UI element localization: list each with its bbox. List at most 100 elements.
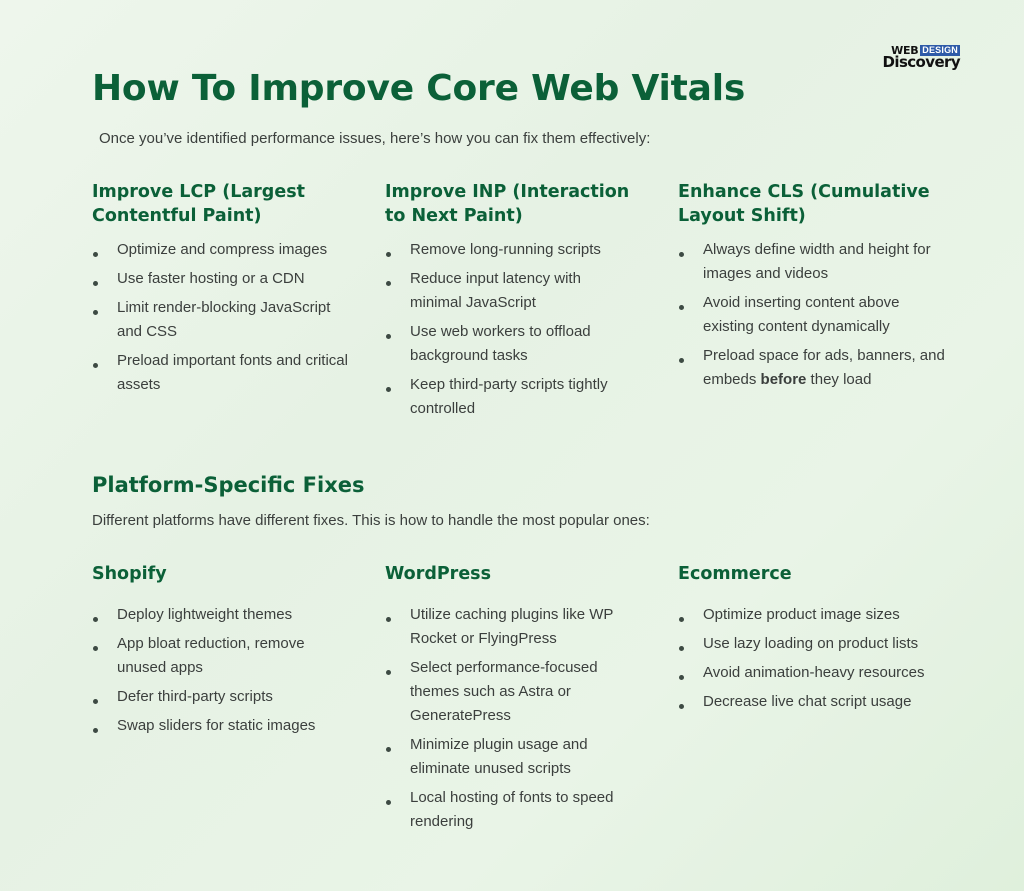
list-item: Local hosting of fonts to speed renderin…: [385, 786, 635, 834]
bullet-icon: [93, 252, 98, 257]
bullet-icon: [679, 305, 684, 310]
bullet-icon: [386, 747, 391, 752]
list-item: App bloat reduction, remove unused apps: [92, 632, 342, 680]
bullet-icon: [93, 617, 98, 622]
ecommerce-list: Optimize product image sizes Use lazy lo…: [678, 603, 948, 719]
bullet-icon: [679, 358, 684, 363]
list-item: Use faster hosting or a CDN: [92, 267, 352, 291]
cls-column: Enhance CLS (Cumulative Layout Shift) Al…: [678, 180, 968, 388]
list-item: Decrease live chat script usage: [678, 690, 948, 714]
wordpress-column: WordPress Utilize caching plugins like W…: [385, 562, 675, 830]
list-item-text: Decrease live chat script usage: [703, 693, 912, 710]
platform-section-intro: Different platforms have different fixes…: [92, 512, 650, 529]
bullet-icon: [93, 310, 98, 315]
list-item-text: Swap sliders for static images: [117, 717, 316, 734]
list-item-text: Limit render-blocking JavaScript and CSS: [117, 299, 331, 340]
cls-heading-line1: Enhance CLS (Cumulative: [678, 182, 930, 202]
list-item-text: Avoid inserting content above existing c…: [703, 294, 900, 335]
shopify-list: Deploy lightweight themes App bloat redu…: [92, 603, 342, 743]
bullet-icon: [679, 617, 684, 622]
list-item: Use web workers to offload background ta…: [385, 320, 635, 368]
list-item-text: Avoid animation-heavy resources: [703, 664, 925, 681]
list-item: Limit render-blocking JavaScript and CSS: [92, 296, 352, 344]
list-item: Preload important fonts and critical ass…: [92, 349, 352, 397]
bullet-icon: [386, 281, 391, 286]
inp-heading-line1: Improve INP (Interaction: [385, 182, 630, 202]
list-item-text: Use faster hosting or a CDN: [117, 270, 305, 287]
list-item-text: Preload space for ads, banners, and embe…: [703, 347, 945, 388]
list-item: Defer third-party scripts: [92, 685, 342, 709]
list-item-text-bold: before: [760, 371, 807, 388]
shopify-heading: Shopify: [92, 564, 167, 584]
list-item: Preload space for ads, banners, and embe…: [678, 344, 948, 392]
list-item-text: Use lazy loading on product lists: [703, 635, 919, 652]
list-item-text: Optimize product image sizes: [703, 606, 900, 623]
list-item-text: Use web workers to offload background ta…: [410, 323, 591, 364]
list-item-text: Defer third-party scripts: [117, 688, 273, 705]
lcp-heading-line2: Contentful Paint): [92, 206, 262, 226]
list-item: Avoid inserting content above existing c…: [678, 291, 948, 339]
bullet-icon: [93, 646, 98, 651]
brand-logo: WEB DESIGN Discovery: [882, 44, 961, 71]
inp-list: Remove long-running scripts Reduce input…: [385, 238, 635, 426]
lcp-heading-line1: Improve LCP (Largest: [92, 182, 305, 202]
wordpress-heading: WordPress: [385, 564, 492, 584]
list-item-text-post: they load: [806, 371, 872, 388]
list-item-text: Always define width and height for image…: [703, 241, 931, 282]
list-item: Optimize product image sizes: [678, 603, 948, 627]
bullet-icon: [679, 704, 684, 709]
shopify-column: Shopify Deploy lightweight themes App bl…: [92, 562, 382, 734]
list-item-text: Utilize caching plugins like WP Rocket o…: [410, 606, 614, 647]
page-title: How To Improve Core Web Vitals: [92, 68, 746, 109]
ecommerce-column: Ecommerce Optimize product image sizes U…: [678, 562, 968, 710]
list-item: Use lazy loading on product lists: [678, 632, 948, 656]
list-item: Deploy lightweight themes: [92, 603, 342, 627]
bullet-icon: [679, 675, 684, 680]
logo-discovery-text: Discovery: [882, 53, 961, 71]
bullet-icon: [386, 800, 391, 805]
list-item-text: Optimize and compress images: [117, 241, 328, 258]
list-item: Select performance-focused themes such a…: [385, 656, 635, 728]
list-item: Utilize caching plugins like WP Rocket o…: [385, 603, 635, 651]
list-item-text-pre: Preload space for ads, banners, and embe…: [703, 347, 945, 388]
bullet-icon: [386, 617, 391, 622]
logo-design-badge: DESIGN: [920, 45, 960, 56]
bullet-icon: [93, 281, 98, 286]
list-item-text: Deploy lightweight themes: [117, 606, 293, 623]
list-item-text: Minimize plugin usage and eliminate unus…: [410, 736, 588, 777]
bullet-icon: [93, 728, 98, 733]
list-item-text: Preload important fonts and critical ass…: [117, 352, 348, 393]
list-item: Optimize and compress images: [92, 238, 352, 262]
ecommerce-heading: Ecommerce: [678, 564, 792, 584]
platform-section-title: Platform-Specific Fixes: [92, 473, 365, 497]
cls-list: Always define width and height for image…: [678, 238, 948, 397]
bullet-icon: [93, 363, 98, 368]
inp-heading: Improve INP (Interaction to Next Paint): [385, 180, 675, 228]
list-item: Swap sliders for static images: [92, 714, 342, 738]
list-item: Remove long-running scripts: [385, 238, 635, 262]
logo-web-text: WEB: [891, 44, 919, 57]
list-item-text: Remove long-running scripts: [410, 241, 601, 258]
bullet-icon: [386, 252, 391, 257]
bullet-icon: [386, 670, 391, 675]
list-item-text: Select performance-focused themes such a…: [410, 659, 598, 724]
list-item: Reduce input latency with minimal JavaSc…: [385, 267, 635, 315]
bullet-icon: [679, 646, 684, 651]
cls-heading-line2: Layout Shift): [678, 206, 806, 226]
page-intro: Once you’ve identified performance issue…: [99, 130, 651, 147]
lcp-column: Improve LCP (Largest Contentful Paint) O…: [92, 180, 382, 393]
bullet-icon: [386, 387, 391, 392]
wordpress-list: Utilize caching plugins like WP Rocket o…: [385, 603, 635, 839]
bullet-icon: [386, 334, 391, 339]
list-item: Avoid animation-heavy resources: [678, 661, 948, 685]
inp-column: Improve INP (Interaction to Next Paint) …: [385, 180, 675, 417]
list-item-text: App bloat reduction, remove unused apps: [117, 635, 305, 676]
list-item-text: Local hosting of fonts to speed renderin…: [410, 789, 614, 830]
list-item: Minimize plugin usage and eliminate unus…: [385, 733, 635, 781]
cls-heading: Enhance CLS (Cumulative Layout Shift): [678, 180, 968, 228]
list-item-text: Keep third-party scripts tightly control…: [410, 376, 608, 417]
list-item-text: Reduce input latency with minimal JavaSc…: [410, 270, 581, 311]
inp-heading-line2: to Next Paint): [385, 206, 523, 226]
bullet-icon: [679, 252, 684, 257]
lcp-heading: Improve LCP (Largest Contentful Paint): [92, 180, 382, 228]
